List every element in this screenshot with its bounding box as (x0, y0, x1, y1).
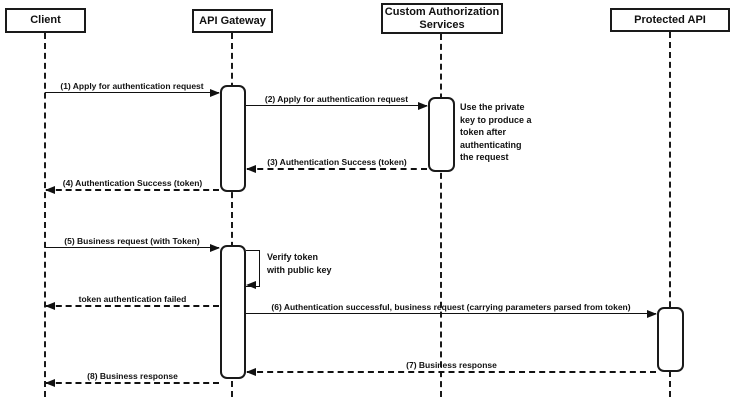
message-6-label: (6) Authentication successful, business … (271, 302, 631, 312)
arrowhead-right-icon (418, 102, 428, 110)
message-token-auth-failed: token authentication failed (45, 292, 219, 310)
message-1-apply-authentication: (1) Apply for authentication request (45, 79, 220, 97)
actor-protected-api: Protected API (610, 8, 730, 32)
lifeline-protected-api (669, 32, 671, 397)
arrowhead-left-icon (45, 379, 55, 387)
message-6-auth-successful-business-request: (6) Authentication successful, business … (246, 300, 657, 318)
message-5-business-request: (5) Business request (with Token) (45, 234, 220, 252)
message-token-auth-failed-label: token authentication failed (78, 294, 187, 304)
activation-protected-api (657, 307, 684, 372)
message-2-label: (2) Apply for authentication request (264, 94, 409, 104)
arrowhead-right-icon (647, 310, 657, 318)
actor-api-gateway-label: API Gateway (199, 14, 266, 27)
activation-api-gateway-business (220, 245, 246, 379)
message-2-apply-authentication: (2) Apply for authentication request (246, 92, 428, 110)
message-3-auth-success: (3) Authentication Success (token) (246, 155, 427, 173)
lifeline-custom-authorization-services (440, 34, 442, 397)
arrowhead-left-icon (246, 281, 256, 289)
actor-client: Client (5, 8, 86, 33)
message-4-label: (4) Authentication Success (token) (62, 178, 203, 188)
message-4-auth-success: (4) Authentication Success (token) (45, 176, 219, 194)
message-5-label: (5) Business request (with Token) (64, 236, 200, 246)
activation-custom-authorization-services (428, 97, 455, 172)
arrowhead-right-icon (210, 244, 220, 252)
note-private-key-token: Use the private key to produce a token a… (460, 102, 532, 162)
message-7-label: (7) Business response (406, 360, 497, 370)
actor-client-label: Client (30, 14, 61, 26)
message-7-business-response: (7) Business response (246, 358, 656, 376)
arrowhead-right-icon (210, 89, 220, 97)
arrowhead-left-icon (45, 302, 55, 310)
message-8-business-response: (8) Business response (45, 369, 219, 387)
activation-api-gateway-auth (220, 85, 246, 192)
self-message-verify-token-label: Verify token with public key (267, 252, 332, 275)
arrowhead-left-icon (45, 186, 55, 194)
lifeline-client (44, 33, 46, 397)
message-3-label: (3) Authentication Success (token) (267, 157, 407, 167)
message-8-label: (8) Business response (87, 371, 178, 381)
actor-protected-api-label: Protected API (634, 13, 706, 26)
arrowhead-left-icon (246, 165, 256, 173)
arrowhead-left-icon (246, 368, 256, 376)
actor-custom-authorization-services-label: Custom Authorization Services (384, 5, 500, 31)
actor-api-gateway: API Gateway (192, 9, 273, 33)
lifeline-api-gateway (231, 33, 233, 397)
message-1-label: (1) Apply for authentication request (60, 81, 204, 91)
actor-custom-authorization-services: Custom Authorization Services (381, 3, 503, 34)
